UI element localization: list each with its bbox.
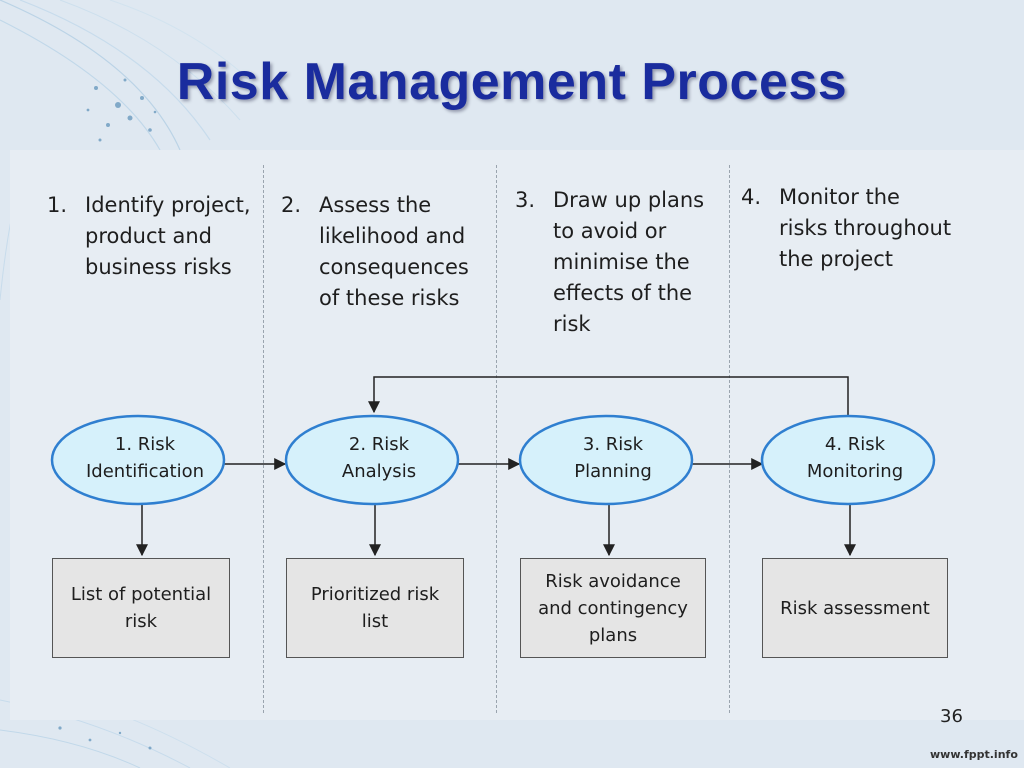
output-box-3: Risk avoidance and contingency plans (520, 558, 706, 658)
step-text: Identify project, product and business r… (85, 190, 251, 283)
step-line: Draw up plans (553, 188, 705, 212)
output-line: Prioritized risk (310, 584, 440, 605)
step-number: 3. (515, 188, 536, 212)
step-line: likelihood and (319, 224, 466, 248)
stage-label-2: 2. Risk Analysis (294, 431, 464, 485)
step-number: 2. (281, 193, 302, 217)
stage-label-4: 4. Risk Monitoring (770, 431, 940, 485)
step-number: 4. (741, 185, 762, 209)
output-line: and contingency (538, 597, 688, 619)
step-line: the project (779, 247, 894, 271)
step-line: risks throughout (779, 216, 952, 240)
output-line: list (361, 611, 389, 632)
stage-label-3: 3. Risk Planning (528, 431, 698, 485)
stage-label-1: 1. Risk Identification (60, 431, 230, 485)
column-divider (496, 165, 497, 713)
column-divider (263, 165, 264, 713)
step-line: to avoid or (553, 219, 667, 243)
page-number: 36 (940, 706, 963, 727)
stage-label-line: Analysis (341, 461, 417, 482)
output-line: Risk assessment (780, 597, 930, 619)
step-line: Assess the (319, 193, 432, 217)
stage-ellipse-analysis (284, 414, 460, 506)
slide-title: Risk Management Process (176, 53, 848, 111)
step-text: Assess the likelihood and consequences o… (319, 190, 469, 314)
step-line: of these risks (319, 286, 460, 310)
step-line: consequences (319, 255, 469, 279)
output-line: risk (124, 611, 158, 632)
output-line: List of potential (70, 584, 212, 605)
feedback-loop-arrow (368, 376, 849, 416)
stage-label-line: 3. Risk (582, 434, 644, 455)
stage-label-line: 1. Risk (114, 434, 176, 455)
watermark: www.fppt.info (930, 748, 1018, 761)
step-text: Draw up plans to avoid or minimise the e… (553, 185, 704, 340)
output-box-4: Risk assessment (762, 558, 948, 658)
stage-ellipse-planning (518, 414, 694, 506)
stage-label-line: 2. Risk (348, 434, 410, 455)
stage-label-line: Identification (85, 461, 205, 482)
stage-label-line: 4. Risk (824, 434, 886, 455)
stage-label-line: Monitoring (806, 461, 904, 482)
step-line: effects of the (553, 281, 693, 305)
stage-ellipse-monitoring (760, 414, 936, 506)
column-divider (729, 165, 730, 713)
step-line: Monitor the (779, 185, 900, 209)
output-line: Risk avoidance (545, 570, 681, 592)
step-line: minimise the (553, 250, 690, 274)
output-box-1: List of potential risk (52, 558, 230, 658)
step-line: Identify project, (85, 193, 251, 217)
step-line: risk (553, 312, 591, 336)
output-line: plans (588, 624, 638, 646)
step-text: Monitor the risks throughout the project (779, 182, 951, 275)
stage-label-line: Planning (574, 461, 652, 482)
step-line: product and (85, 224, 212, 248)
step-line: business risks (85, 255, 232, 279)
output-box-2: Prioritized risk list (286, 558, 464, 658)
step-number: 1. (47, 193, 68, 217)
stage-ellipse-identification (50, 414, 226, 506)
